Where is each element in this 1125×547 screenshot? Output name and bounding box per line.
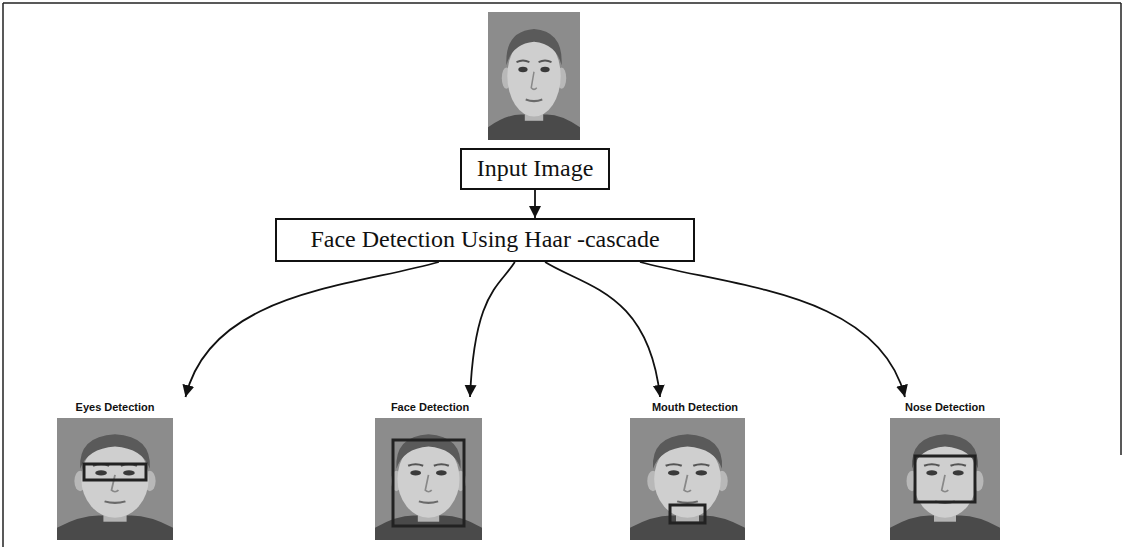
nose-detection-photo bbox=[890, 418, 1000, 540]
flow-arrow bbox=[470, 262, 515, 397]
eyes-detection-photo bbox=[57, 418, 173, 540]
result-heading: Eyes Detection bbox=[40, 401, 190, 414]
flow-arrow bbox=[534, 190, 536, 218]
result-panel: Mouth Detection bbox=[620, 397, 770, 543]
input-box: Input Image bbox=[460, 148, 610, 190]
box-label: Face Detection Using Haar -cascade bbox=[310, 226, 659, 254]
input-face-photo bbox=[488, 12, 580, 140]
mouth-detection-photo bbox=[630, 418, 745, 540]
flow-arrow bbox=[640, 262, 905, 397]
result-panel: Face Detection bbox=[360, 397, 500, 543]
result-heading: Nose Detection bbox=[870, 401, 1020, 414]
result-heading: Mouth Detection bbox=[620, 401, 770, 414]
box-label: Input Image bbox=[477, 155, 594, 183]
flow-arrow bbox=[545, 262, 660, 397]
process-box: Face Detection Using Haar -cascade bbox=[275, 218, 695, 262]
result-panel: Eyes Detection bbox=[40, 397, 190, 543]
result-heading: Face Detection bbox=[360, 401, 500, 414]
result-panel: Nose Detection bbox=[870, 397, 1020, 543]
flow-arrow bbox=[186, 262, 439, 397]
face-detection-photo bbox=[375, 418, 482, 540]
